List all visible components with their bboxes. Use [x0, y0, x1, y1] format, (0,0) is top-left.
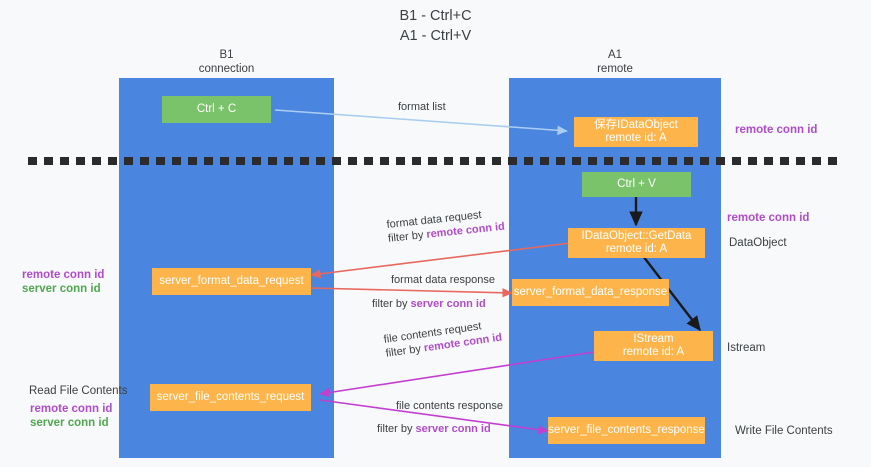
annotation-left-server-conn-id-2: server conn id [30, 417, 109, 429]
node-save-idataobject-line-1: 保存IDataObject [594, 118, 678, 131]
edge-label-file-contents-response-filter: filter by server conn id [377, 423, 491, 435]
node-save-idataobject[interactable]: 保存IDataObject remote id: A [574, 117, 698, 147]
lane-header-b1-name: B1 [219, 49, 234, 61]
annotation-remote-conn-id-mid: remote conn id [727, 212, 810, 224]
node-server-format-data-response-label: server_format_data_response [513, 285, 668, 298]
annotation-read-file-contents: Read File Contents [29, 385, 128, 397]
filter-key-server-conn-id-1: server conn id [410, 298, 486, 310]
node-istream-line-1: IStream [633, 332, 674, 345]
annotation-left-server-conn-id: server conn id [22, 283, 101, 295]
node-server-file-contents-request[interactable]: server_file_contents_request [150, 384, 311, 411]
node-server-file-contents-response[interactable]: server_file_contents_response [548, 417, 705, 444]
edge-label-file-contents-request-group: file contents request filter by remote c… [383, 318, 503, 360]
annotation-remote-conn-id-top: remote conn id [735, 124, 818, 136]
diagram-title: B1 - Ctrl+C A1 - Ctrl+V [0, 6, 871, 46]
filter-prefix-2: filter by [372, 298, 411, 310]
filter-prefix-1: filter by [387, 228, 428, 245]
node-ctrl-c[interactable]: Ctrl + C [162, 96, 271, 123]
annotation-write-file-contents: Write File Contents [735, 425, 833, 437]
node-ctrl-c-label: Ctrl + C [196, 102, 237, 115]
node-server-format-data-response[interactable]: server_format_data_response [512, 279, 669, 306]
node-server-file-contents-response-label: server_file_contents_response [548, 423, 705, 436]
edge-label-format-data-response-filter: filter by server conn id [372, 298, 486, 310]
annotation-left-remote-conn-id-2: remote conn id [30, 403, 113, 415]
node-idataobject-getdata-line-2: remote id: A [605, 243, 668, 255]
node-idataobject-getdata-line-1: IDataObject::GetData [581, 229, 692, 242]
filter-prefix-3: filter by [384, 342, 425, 360]
annotation-istream: Istream [727, 342, 766, 354]
lane-header-b1-sub: connection [198, 63, 255, 75]
node-server-format-data-request-label: server_format_data_request [159, 274, 304, 287]
diagram-title-line-2: A1 - Ctrl+V [399, 28, 472, 44]
node-istream-line-2: remote id: A [622, 346, 685, 358]
lane-header-a1-name: A1 [607, 49, 623, 61]
node-server-format-data-request[interactable]: server_format_data_request [152, 268, 311, 295]
edge-label-format-data-response: format data response [391, 274, 495, 286]
node-save-idataobject-line-2: remote id: A [605, 132, 667, 144]
filter-prefix-4: filter by [377, 423, 416, 435]
lane-header-a1-sub: remote [597, 63, 633, 75]
node-istream[interactable]: IStream remote id: A [594, 331, 713, 361]
edge-label-format-list: format list [398, 101, 446, 113]
lane-header-a1: A1 remote [509, 48, 721, 76]
edge-label-file-contents-response: file contents response [396, 400, 504, 412]
annotation-dataobject: DataObject [729, 237, 787, 249]
filter-key-server-conn-id-2: server conn id [415, 423, 491, 435]
arrow-format-data-response [310, 287, 513, 298]
section-divider-dashed [28, 157, 843, 165]
annotation-left-remote-conn-id: remote conn id [22, 269, 105, 281]
node-ctrl-v-label: Ctrl + V [617, 177, 656, 190]
node-ctrl-v[interactable]: Ctrl + V [582, 172, 691, 197]
node-idataobject-getdata[interactable]: IDataObject::GetData remote id: A [568, 228, 705, 258]
edge-label-format-data-request-group: format data request filter by remote con… [386, 207, 505, 245]
diagram-title-line-1: B1 - Ctrl+C [399, 8, 472, 24]
lane-header-b1: B1 connection [119, 48, 334, 76]
node-server-file-contents-request-label: server_file_contents_request [156, 390, 305, 403]
